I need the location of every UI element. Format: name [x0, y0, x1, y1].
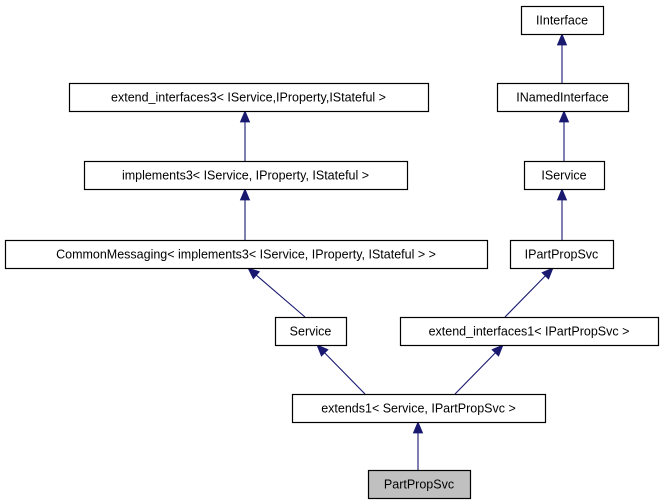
- node-extend_interfaces3[interactable]: extend_interfaces3< IService,IProperty,I…: [68, 82, 430, 113]
- inheritance-arrowhead: [412, 420, 424, 434]
- node-partpropsvc[interactable]: PartPropSvc: [367, 469, 472, 500]
- node-commonmessaging[interactable]: CommonMessaging< implements3< IService, …: [4, 239, 489, 270]
- node-box-inamedinterface[interactable]: [496, 82, 630, 113]
- node-extend_interfaces1[interactable]: extend_interfaces1< IPartPropSvc >: [399, 316, 660, 347]
- node-service[interactable]: Service: [274, 316, 348, 347]
- node-label-iinterface: IInterface: [536, 13, 588, 27]
- inheritance-edge: [504, 267, 554, 318]
- inheritance-edge: [239, 187, 251, 240]
- node-implements3[interactable]: implements3< IService, IProperty, IState…: [83, 160, 409, 191]
- node-extends1[interactable]: extends1< Service, IPartPropSvc >: [291, 393, 547, 424]
- node-label-service: Service: [290, 324, 332, 338]
- edges-layer: [239, 32, 570, 470]
- node-box-partpropsvc[interactable]: [367, 469, 472, 500]
- node-box-extends1[interactable]: [291, 393, 547, 424]
- node-label-iservice: IService: [541, 168, 586, 182]
- node-label-extend_interfaces1: extend_interfaces1< IPartPropSvc >: [429, 324, 630, 338]
- inheritance-edge: [454, 344, 504, 395]
- node-label-extends1: extends1< Service, IPartPropSvc >: [321, 401, 516, 415]
- node-label-inamedinterface: INamedInterface: [516, 90, 608, 104]
- inheritance-edge: [558, 109, 570, 161]
- inheritance-arrowhead: [556, 187, 568, 201]
- inheritance-arrowhead: [239, 187, 251, 201]
- node-ipartpropsvc[interactable]: IPartPropSvc: [509, 239, 615, 270]
- node-label-partpropsvc: PartPropSvc: [384, 477, 454, 491]
- edge-line: [324, 352, 366, 395]
- inheritance-edge: [239, 109, 251, 161]
- node-label-implements3: implements3< IService, IProperty, IState…: [122, 168, 369, 182]
- inheritance-arrowhead: [491, 344, 504, 357]
- edge-line: [504, 275, 546, 318]
- node-box-commonmessaging[interactable]: [4, 239, 489, 270]
- inheritance-arrowhead: [556, 32, 568, 46]
- node-box-iservice[interactable]: [523, 160, 606, 191]
- inheritance-edge: [247, 267, 306, 318]
- node-label-ipartpropsvc: IPartPropSvc: [525, 247, 599, 261]
- inheritance-edge: [316, 344, 366, 395]
- inheritance-arrowhead: [239, 109, 251, 123]
- node-iinterface[interactable]: IInterface: [520, 5, 605, 36]
- edge-line: [454, 352, 496, 395]
- node-label-extend_interfaces3: extend_interfaces3< IService,IProperty,I…: [111, 90, 386, 104]
- node-box-implements3[interactable]: [83, 160, 409, 191]
- inheritance-edge: [556, 187, 568, 240]
- inheritance-arrowhead: [247, 267, 261, 280]
- inheritance-arrowhead: [541, 267, 554, 280]
- node-box-service[interactable]: [274, 316, 348, 347]
- edge-line: [255, 274, 306, 318]
- node-box-extend_interfaces1[interactable]: [399, 316, 660, 347]
- inheritance-edge: [556, 32, 568, 83]
- node-label-commonmessaging: CommonMessaging< implements3< IService, …: [56, 247, 436, 261]
- node-box-iinterface[interactable]: [520, 5, 605, 36]
- node-box-ipartpropsvc[interactable]: [509, 239, 615, 270]
- inheritance-arrowhead: [558, 109, 570, 123]
- inheritance-edge: [412, 420, 424, 470]
- node-iservice[interactable]: IService: [523, 160, 606, 191]
- inheritance-arrowhead: [316, 344, 329, 357]
- node-box-extend_interfaces3[interactable]: [68, 82, 430, 113]
- node-inamedinterface[interactable]: INamedInterface: [496, 82, 630, 113]
